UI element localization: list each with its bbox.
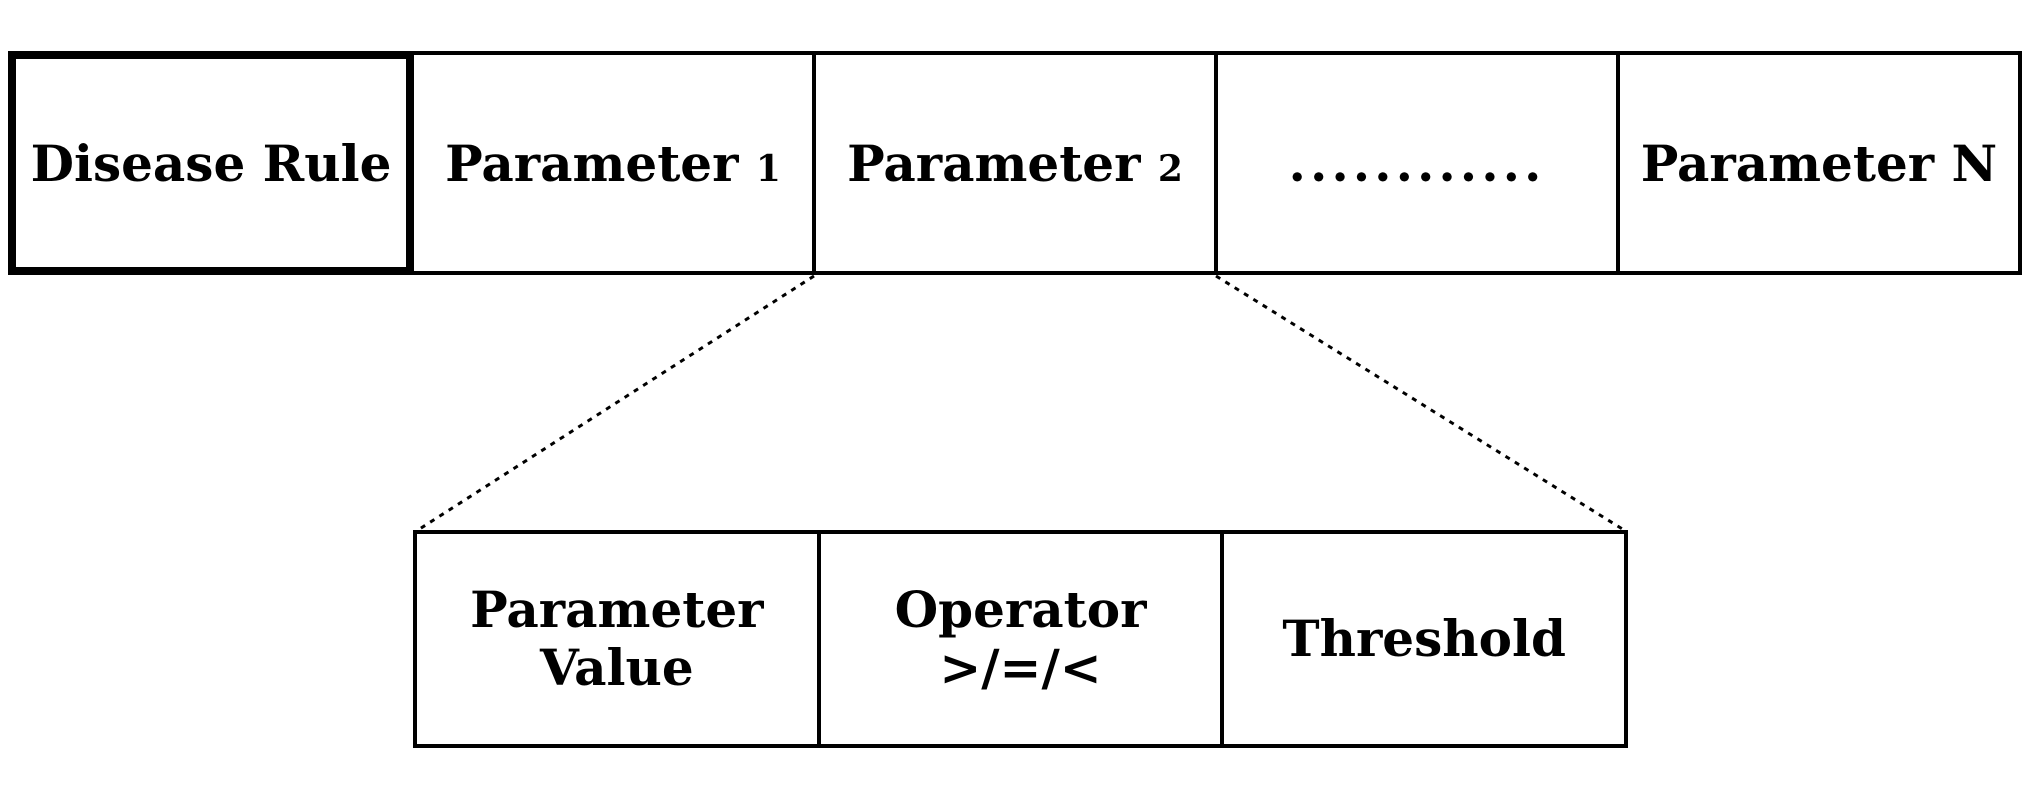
parameter-1-label: Parameter 1 bbox=[445, 133, 781, 193]
disease-rule-cell: Disease Rule bbox=[12, 55, 410, 271]
parameter-2-label: Parameter 2 bbox=[847, 133, 1183, 193]
expansion-connector-right bbox=[1215, 274, 1625, 532]
parameter-1-cell: Parameter 1 bbox=[410, 55, 812, 271]
threshold-label: Threshold bbox=[1282, 608, 1566, 668]
operator-symbols: >/=/< bbox=[939, 638, 1102, 697]
operator-cell: Operator >/=/< bbox=[816, 534, 1221, 744]
ellipsis-cell: ............ bbox=[1214, 55, 1616, 271]
disease-rule-label: Disease Rule bbox=[30, 133, 392, 193]
parameter-value-line2: Value bbox=[539, 638, 694, 697]
parameter-value-cell: Parameter Value bbox=[417, 534, 817, 744]
parameter-detail-box: Parameter Value Operator >/=/< Threshold bbox=[413, 530, 1628, 748]
expansion-connector-left bbox=[417, 274, 815, 532]
operator-line1: Operator bbox=[894, 579, 1147, 639]
rule-row: Disease Rule Parameter 1 Parameter 2 ...… bbox=[8, 51, 2022, 275]
parameter-2-cell: Parameter 2 bbox=[812, 55, 1214, 271]
threshold-cell: Threshold bbox=[1220, 534, 1624, 744]
ellipsis-label: ............ bbox=[1288, 133, 1546, 193]
parameter-value-line1: Parameter bbox=[470, 579, 764, 639]
parameter-n-cell: Parameter N bbox=[1616, 55, 2018, 271]
parameter-n-label: Parameter N bbox=[1640, 133, 1998, 193]
